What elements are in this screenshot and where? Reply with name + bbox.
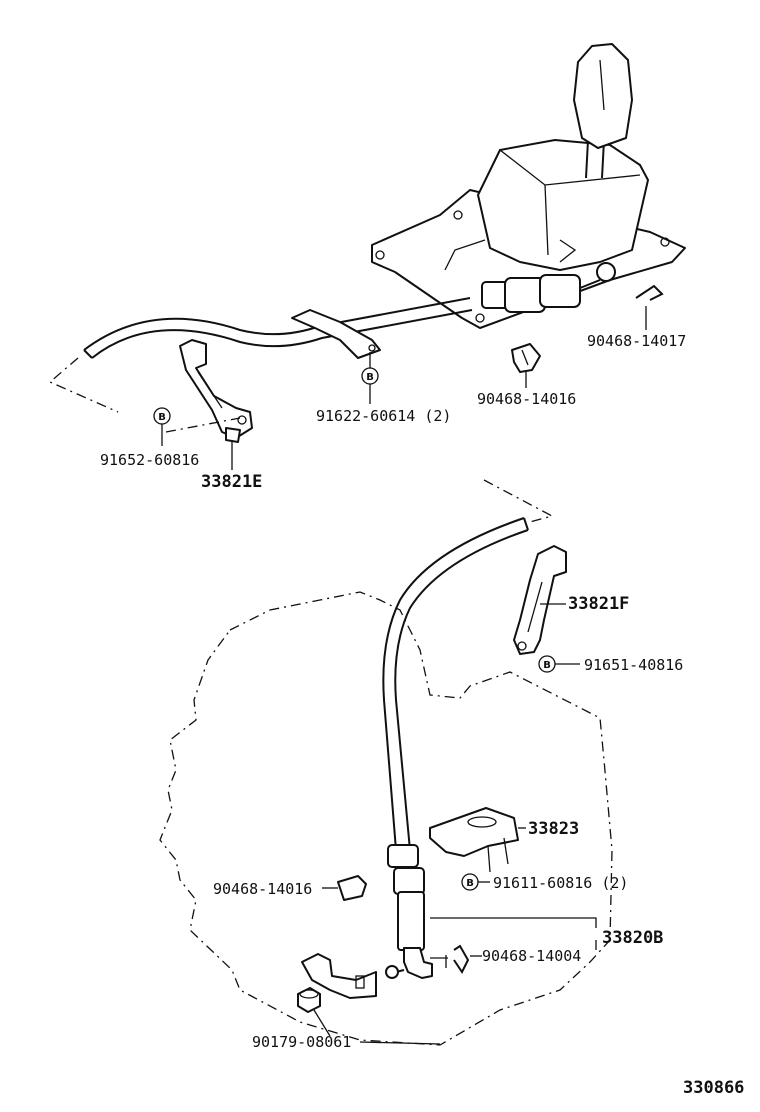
label-91651-40816: 91651-40816 <box>584 656 683 674</box>
svg-text:B: B <box>466 878 474 889</box>
label-90179-08061: 90179-08061 <box>252 1033 351 1051</box>
label-91622-60614: 91622-60614 (2) <box>316 407 451 425</box>
cable-clamp-top <box>291 309 381 368</box>
label-91652-60816: 91652-60816 <box>100 451 199 469</box>
svg-text:B: B <box>543 660 551 671</box>
bracket-33821F <box>513 545 567 655</box>
nut-90179-08061 <box>297 987 331 1037</box>
label-33820B: 33820B <box>602 928 663 948</box>
label-33821E: 33821E <box>201 472 262 492</box>
bracket-33823 <box>429 807 526 873</box>
diagram-id: 330866 <box>683 1078 744 1098</box>
clip-90468-14017 <box>635 284 664 330</box>
label-33823: 33823 <box>528 819 579 839</box>
bracket-33821E <box>179 339 253 470</box>
lower-cable <box>382 517 529 979</box>
transmission-outline <box>159 591 613 1046</box>
bolt-badge-91611: B <box>461 873 490 891</box>
label-90468-14016-bottom: 90468-14016 <box>213 880 312 898</box>
svg-text:B: B <box>366 372 374 383</box>
clip-90468-14016-top <box>511 343 541 388</box>
bolt-badge-91651: B <box>538 655 580 673</box>
bolt-badge-91622: B <box>361 367 379 404</box>
label-90468-14017: 90468-14017 <box>587 332 686 350</box>
shift-lever-assembly <box>371 43 686 329</box>
label-33821F: 33821F <box>568 594 629 614</box>
bolt-badge-91652: B <box>153 407 171 446</box>
clip-90468-14004 <box>453 944 482 974</box>
label-90468-14004: 90468-14004 <box>482 947 581 965</box>
upper-cable <box>83 262 616 359</box>
svg-text:B: B <box>158 412 166 423</box>
shift-lever-plate <box>301 953 377 999</box>
label-91611-60816: 91611-60816 (2) <box>493 874 628 892</box>
clip-90468-14016-bottom <box>322 875 367 901</box>
label-90468-14016-top: 90468-14016 <box>477 390 576 408</box>
